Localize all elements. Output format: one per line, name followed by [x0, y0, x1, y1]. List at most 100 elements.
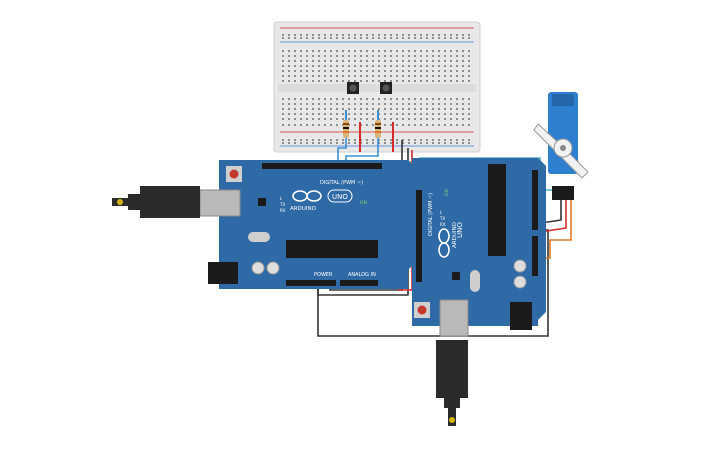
pushbutton-left[interactable] [347, 82, 359, 94]
breadboard-hole[interactable] [450, 142, 452, 144]
breadboard-hole[interactable] [318, 80, 320, 82]
breadboard-hole[interactable] [408, 70, 410, 72]
breadboard-hole[interactable] [360, 37, 362, 39]
breadboard-hole[interactable] [456, 98, 458, 100]
breadboard-hole[interactable] [342, 50, 344, 52]
breadboard-hole[interactable] [324, 108, 326, 110]
breadboard-hole[interactable] [336, 98, 338, 100]
breadboard-hole[interactable] [414, 118, 416, 120]
breadboard-hole[interactable] [468, 37, 470, 39]
breadboard-hole[interactable] [408, 139, 410, 141]
breadboard-hole[interactable] [360, 60, 362, 62]
breadboard-hole[interactable] [354, 108, 356, 110]
breadboard-hole[interactable] [372, 108, 374, 110]
breadboard-hole[interactable] [426, 108, 428, 110]
breadboard-hole[interactable] [306, 55, 308, 57]
breadboard-hole[interactable] [432, 139, 434, 141]
breadboard-hole[interactable] [354, 50, 356, 52]
breadboard-hole[interactable] [306, 103, 308, 105]
breadboard-hole[interactable] [384, 124, 386, 126]
breadboard-hole[interactable] [438, 65, 440, 67]
breadboard-hole[interactable] [336, 113, 338, 115]
breadboard-hole[interactable] [336, 118, 338, 120]
breadboard-hole[interactable] [336, 75, 338, 77]
breadboard-hole[interactable] [282, 34, 284, 36]
breadboard-hole[interactable] [336, 142, 338, 144]
breadboard-hole[interactable] [306, 118, 308, 120]
breadboard-hole[interactable] [426, 70, 428, 72]
breadboard-hole[interactable] [384, 50, 386, 52]
breadboard-hole[interactable] [468, 124, 470, 126]
breadboard-hole[interactable] [312, 70, 314, 72]
breadboard-hole[interactable] [312, 118, 314, 120]
breadboard-hole[interactable] [324, 103, 326, 105]
breadboard-hole[interactable] [372, 142, 374, 144]
breadboard-hole[interactable] [324, 139, 326, 141]
breadboard-hole[interactable] [402, 70, 404, 72]
breadboard-hole[interactable] [354, 70, 356, 72]
breadboard-hole[interactable] [306, 139, 308, 141]
breadboard-hole[interactable] [288, 34, 290, 36]
breadboard-hole[interactable] [432, 118, 434, 120]
breadboard-hole[interactable] [288, 60, 290, 62]
breadboard-hole[interactable] [288, 37, 290, 39]
breadboard-hole[interactable] [408, 113, 410, 115]
breadboard-hole[interactable] [354, 98, 356, 100]
breadboard-hole[interactable] [432, 50, 434, 52]
breadboard-hole[interactable] [456, 60, 458, 62]
breadboard-hole[interactable] [450, 108, 452, 110]
breadboard-hole[interactable] [414, 70, 416, 72]
breadboard-hole[interactable] [420, 50, 422, 52]
breadboard-hole[interactable] [402, 80, 404, 82]
breadboard-hole[interactable] [312, 113, 314, 115]
breadboard-hole[interactable] [360, 103, 362, 105]
breadboard-hole[interactable] [342, 37, 344, 39]
breadboard-hole[interactable] [444, 75, 446, 77]
breadboard-hole[interactable] [378, 80, 380, 82]
breadboard-hole[interactable] [330, 50, 332, 52]
breadboard-hole[interactable] [378, 70, 380, 72]
breadboard-hole[interactable] [366, 108, 368, 110]
arduino-uno-board-2[interactable]: ARDUINO UNO DIGITAL (PWM ~) ON L TX RX [412, 158, 546, 337]
breadboard-hole[interactable] [438, 139, 440, 141]
breadboard[interactable] [273, 21, 481, 153]
breadboard-hole[interactable] [294, 34, 296, 36]
breadboard-hole[interactable] [360, 98, 362, 100]
breadboard-hole[interactable] [414, 103, 416, 105]
breadboard-hole[interactable] [282, 139, 284, 141]
breadboard-hole[interactable] [444, 70, 446, 72]
breadboard-hole[interactable] [402, 103, 404, 105]
breadboard-hole[interactable] [306, 98, 308, 100]
breadboard-hole[interactable] [408, 65, 410, 67]
breadboard-hole[interactable] [342, 80, 344, 82]
breadboard-hole[interactable] [372, 65, 374, 67]
breadboard-hole[interactable] [318, 55, 320, 57]
breadboard-hole[interactable] [432, 55, 434, 57]
breadboard-hole[interactable] [462, 37, 464, 39]
breadboard-hole[interactable] [462, 124, 464, 126]
breadboard-hole[interactable] [300, 34, 302, 36]
breadboard-hole[interactable] [462, 34, 464, 36]
breadboard-hole[interactable] [372, 50, 374, 52]
breadboard-hole[interactable] [348, 80, 350, 82]
breadboard-hole[interactable] [330, 142, 332, 144]
breadboard-hole[interactable] [282, 50, 284, 52]
breadboard-hole[interactable] [444, 103, 446, 105]
breadboard-hole[interactable] [438, 60, 440, 62]
usb-cable-bottom[interactable] [436, 340, 468, 426]
breadboard-hole[interactable] [312, 65, 314, 67]
breadboard-hole[interactable] [372, 37, 374, 39]
breadboard-hole[interactable] [462, 113, 464, 115]
breadboard-hole[interactable] [468, 139, 470, 141]
breadboard-hole[interactable] [426, 37, 428, 39]
breadboard-hole[interactable] [366, 98, 368, 100]
breadboard-hole[interactable] [396, 139, 398, 141]
breadboard-hole[interactable] [450, 65, 452, 67]
breadboard-hole[interactable] [324, 142, 326, 144]
breadboard-hole[interactable] [420, 118, 422, 120]
breadboard-hole[interactable] [282, 60, 284, 62]
breadboard-hole[interactable] [366, 118, 368, 120]
breadboard-hole[interactable] [330, 118, 332, 120]
breadboard-hole[interactable] [330, 113, 332, 115]
breadboard-hole[interactable] [294, 118, 296, 120]
